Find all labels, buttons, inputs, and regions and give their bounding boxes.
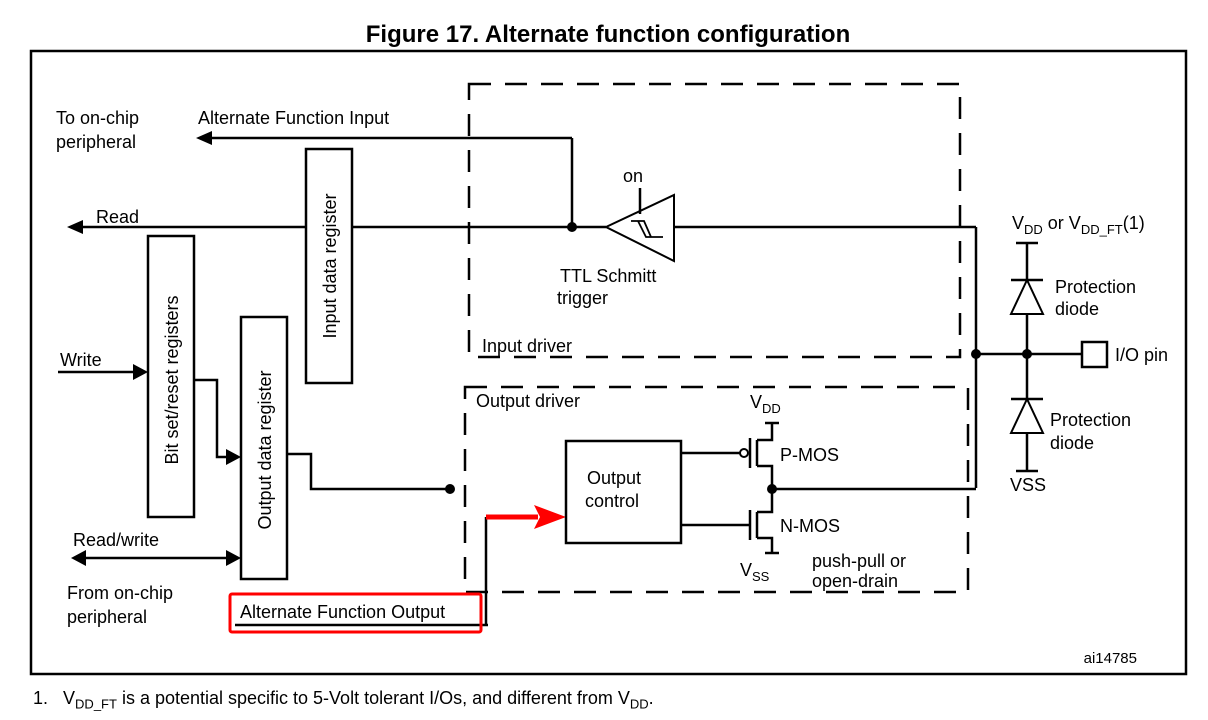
footnote-sub-ddft: DD_FT	[75, 696, 117, 712]
alt-func-input-arrow	[196, 131, 212, 145]
alt-func-output-label: Alternate Function Output	[240, 602, 445, 622]
from-peripheral-label-1: From on-chip	[67, 583, 173, 603]
output-control-label-2: control	[585, 491, 639, 511]
read-arrow	[67, 220, 83, 234]
diode-top-label-2: diode	[1055, 299, 1099, 319]
to-peripheral-label-1: To on-chip	[56, 108, 139, 128]
protection-diode-bottom-icon	[1009, 396, 1045, 434]
footnote-end: .	[648, 688, 654, 708]
read-write-label: Read/write	[73, 530, 159, 550]
bsrr-to-odr-wire	[194, 378, 228, 459]
output-mode-label-2: open-drain	[812, 571, 898, 591]
to-peripheral-label-2: peripheral	[56, 132, 136, 152]
alt-func-output-highlight	[228, 592, 483, 634]
hysteresis-icon	[631, 220, 663, 238]
schmitt-on-label: on	[623, 166, 643, 186]
figure-id: ai14785	[1084, 650, 1137, 667]
figure-frame	[29, 49, 1188, 676]
output-data-register	[239, 315, 289, 581]
output-mode-label-1: push-pull or	[812, 551, 906, 571]
write-label: Write	[60, 350, 102, 370]
input-data-register-label: Input data register	[320, 193, 340, 338]
output-data-register-label: Output data register	[255, 370, 275, 529]
bit-set-reset-label: Bit set/reset registers	[162, 295, 182, 464]
figure-title: Figure 17. Alternate function configurat…	[366, 21, 850, 48]
alt-func-input-label: Alternate Function Input	[198, 108, 389, 128]
supply-label: VDD or VDD_FT(1)	[1012, 213, 1145, 237]
bit-set-reset-registers	[146, 234, 196, 519]
footnote-sub-dd: DD	[629, 696, 649, 712]
protection-diode-top-icon	[1009, 277, 1045, 315]
write-arrow	[133, 364, 148, 380]
footnote: 1. VDD_FT is a potential specific to 5-V…	[33, 688, 654, 712]
vss-label: VSS	[740, 560, 770, 584]
vss-pin-label: VSS	[1010, 475, 1046, 495]
footnote-v: V	[63, 688, 76, 708]
diode-bottom-label-2: diode	[1050, 433, 1094, 453]
input-driver-box	[467, 82, 962, 359]
junction-dot	[445, 484, 455, 494]
footnote-text: is a potential specific to 5-Volt tolera…	[116, 688, 630, 708]
schmitt-label-1: TTL Schmitt	[560, 266, 656, 286]
output-driver-box	[463, 385, 970, 594]
read-write-left-arrow	[71, 550, 86, 566]
read-write-right-arrow	[226, 550, 241, 566]
output-control-box	[564, 439, 683, 545]
diode-bottom-label-1: Protection	[1050, 410, 1131, 430]
vdd-label: VDD	[750, 392, 781, 416]
input-driver-label: Input driver	[482, 336, 572, 356]
read-label: Read	[96, 207, 139, 227]
junction-dot	[567, 222, 577, 232]
diode-top-label-1: Protection	[1055, 277, 1136, 297]
pmos-bubble-icon	[739, 448, 749, 458]
bsrr-to-odr-arrow	[226, 449, 241, 465]
io-pin-label: I/O pin	[1115, 345, 1168, 365]
input-data-register	[304, 147, 354, 385]
pmos-transistor-icon	[748, 421, 779, 489]
output-driver-label: Output driver	[476, 391, 580, 411]
nmos-transistor-icon	[748, 489, 779, 555]
schmitt-label-2: trigger	[557, 288, 608, 308]
from-peripheral-label-2: peripheral	[67, 607, 147, 627]
output-control-label-1: Output	[587, 468, 641, 488]
pmos-label: P-MOS	[780, 445, 839, 465]
footnote-number: 1.	[33, 688, 49, 708]
io-pin-icon[interactable]	[1080, 340, 1109, 369]
alt-func-red-arrow-icon	[534, 505, 566, 529]
odr-output-wire	[287, 452, 450, 491]
nmos-label: N-MOS	[780, 516, 840, 536]
